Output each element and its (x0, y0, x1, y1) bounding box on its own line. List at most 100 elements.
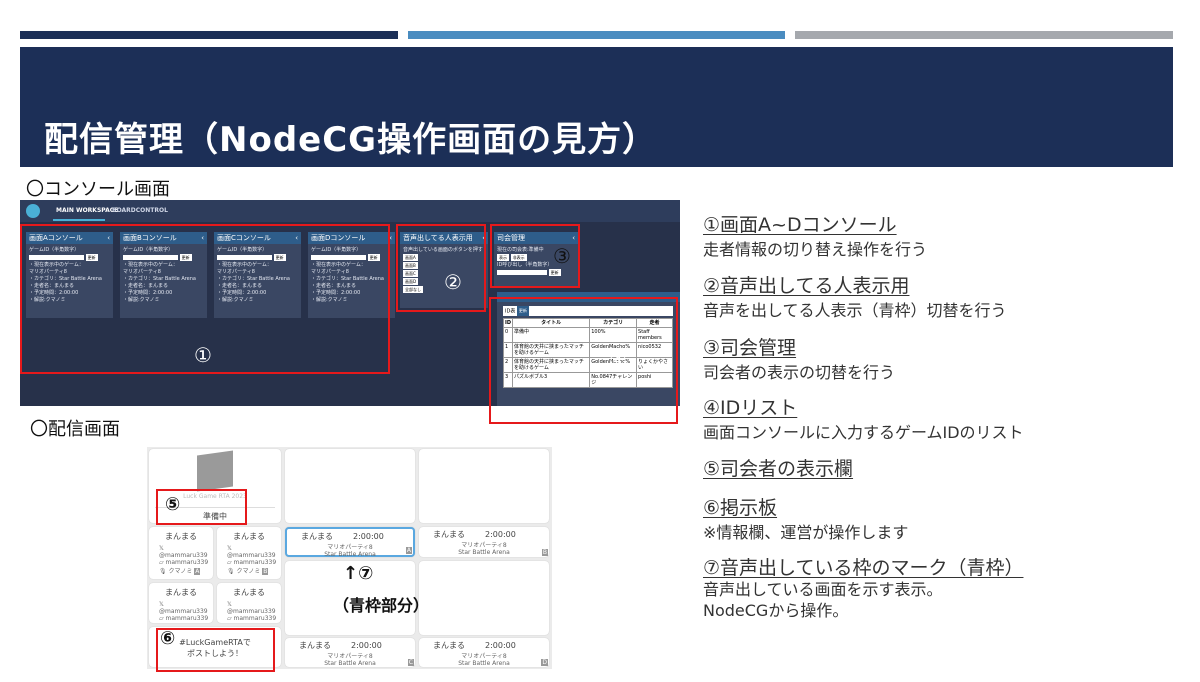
update-button[interactable]: 更新 (273, 254, 286, 261)
table-cell: poshi (636, 372, 673, 388)
info-line: ・予定時間：2:00:00 (29, 290, 79, 296)
game-title: マリオパーティ8 (461, 653, 507, 660)
game-id-label: ゲームID（半角数字） (217, 247, 268, 253)
game-id-input[interactable] (29, 255, 84, 260)
title-band (20, 47, 1173, 167)
game-category: Star Battle Arena (324, 660, 376, 667)
table-row: 1 体育館の天井に挟まったマッチを助けるゲーム GoldenMacho% nic… (502, 342, 673, 358)
top-accent-bar-blue (408, 31, 785, 39)
callout-number-1: ① (194, 343, 212, 367)
twitter-handle: @mammaru339 (159, 608, 208, 615)
game-category: Star Battle Arena (324, 551, 376, 558)
slot-badge: D (541, 659, 548, 666)
mc-id-input[interactable] (497, 270, 547, 275)
game-screen-a (285, 449, 415, 523)
game-category: Star Battle Arena (458, 549, 510, 556)
chevron-left-icon[interactable]: ‹ (389, 234, 392, 242)
id-list-update-button[interactable]: 更新 (516, 306, 529, 316)
console-panel-b: 画面Bコンソール‹ ゲームID（半角数字） 更新 ・現在表示中のゲーム： マリオ… (120, 232, 207, 318)
info-line: マリオパーティ8 (29, 269, 67, 275)
chevron-left-icon[interactable]: ‹ (107, 234, 110, 242)
audio-button-c[interactable]: 画面C (403, 270, 418, 277)
info-line: ・解説:クマノミ (217, 297, 254, 303)
description-heading-7: ⑦音声出している枠のマーク（青枠） (703, 557, 1024, 579)
microphone-icon: 🎙 (159, 568, 169, 575)
mc-management-panel: 司会管理‹ 現在の司会表:準備中 表示 非表示 ID呼び出し（半角数字） 更新 (494, 232, 578, 286)
audio-button-a[interactable]: 画面A (403, 254, 418, 261)
audio-button-d[interactable]: 画面D (403, 278, 419, 285)
audio-indicator-panel: 音声出してる人表示用‹ 音声出している画面のボタンを押す 画面A 画面B 画面C… (400, 232, 488, 308)
audio-button-b[interactable]: 画面B (403, 262, 418, 269)
game-id-input[interactable] (123, 255, 178, 260)
twitter-handle: @mammaru339 (159, 552, 208, 559)
blue-frame-note: （青枠部分） (333, 596, 430, 615)
twitch-handle: mammaru339 (165, 559, 209, 566)
chevron-left-icon[interactable]: ‹ (572, 234, 575, 242)
audio-button-none[interactable]: 全部なし (403, 286, 423, 293)
runner-card: まんまる 𝕏 @mammaru339 ▱ mammaru339 🎙 クマノミ B (217, 527, 281, 579)
game-category: Star Battle Arena (458, 660, 510, 667)
info-line: ・カテゴリ：Star Battle Arena (123, 276, 196, 282)
mc-hide-button[interactable]: 非表示 (510, 254, 527, 261)
mc-current-status: 現在の司会表:準備中 (497, 247, 544, 253)
console-panel-c: 画面Cコンソール‹ ゲームID（半角数字） 更新 ・現在表示中のゲーム： マリオ… (214, 232, 301, 318)
game-id-label: ゲームID（半角数字） (123, 247, 174, 253)
update-button[interactable]: 更新 (179, 254, 192, 261)
info-line: ・予定時間：2:00:00 (123, 290, 173, 296)
mc-show-button[interactable]: 表示 (497, 254, 509, 261)
estimate-time: 2:00:00 (485, 641, 516, 650)
console-topbar (20, 200, 680, 222)
update-button[interactable]: 更新 (85, 254, 98, 261)
chevron-left-icon[interactable]: ‹ (201, 234, 204, 242)
callout-number-7: ↑⑦ (343, 563, 374, 584)
description-text-3: 司会者の表示の切替を行う (703, 363, 896, 382)
info-line: ・予定時間：2:00:00 (311, 290, 361, 296)
description-text-2: 音声を出してる人表示（青枠）切替を行う (703, 301, 1007, 320)
slot-badge: A (405, 547, 412, 554)
twitter-handle: @mammaru339 (227, 608, 276, 615)
description-text-7: 音声出している画面を示す表示。 NodeCGから操作。 (703, 580, 943, 620)
chevron-left-icon[interactable]: ‹ (482, 234, 485, 242)
runner-name: まんまる (433, 530, 465, 539)
callout-box-mc (490, 224, 580, 288)
update-button[interactable]: 更新 (367, 254, 380, 261)
top-accent-bar-navy (20, 31, 398, 39)
panel-title: 画面Dコンソール (311, 234, 366, 242)
twitch-icon: ▱ (159, 559, 166, 566)
runner-card: まんまる 𝕏 @mammaru339 ▱ mammaru339 🎙 クマノミ A (149, 527, 213, 579)
twitch-icon: ▱ (227, 559, 234, 566)
id-list-panel: ID表 更新 ID タイトル カテゴリ 走者 0 準備中 100% Staff … (497, 292, 680, 406)
panel-title: 司会管理 (497, 234, 525, 242)
runner-card: まんまる 𝕏 @mammaru339 ▱ mammaru339 (149, 583, 213, 623)
nodecg-logo-icon (26, 204, 40, 218)
info-line: ・現在表示中のゲーム： (217, 262, 272, 268)
x-logo-icon: 𝕏 (159, 545, 164, 552)
slide-title: 配信管理（NodeCG操作画面の見方） (44, 120, 658, 160)
x-logo-icon: 𝕏 (227, 601, 232, 608)
console-section-label: 〇コンソール画面 (26, 179, 170, 200)
game-id-input[interactable] (311, 255, 366, 260)
slot-badge: C (407, 659, 414, 666)
chevron-left-icon[interactable]: ‹ (295, 234, 298, 242)
game-id-label: ゲームID（半角数字） (311, 247, 362, 253)
panel-title: 画面Bコンソール (123, 234, 177, 242)
info-line: マリオパーティ8 (123, 269, 161, 275)
tab-main-workspace[interactable]: MAIN WORKSPACE (56, 207, 119, 214)
game-id-label: ゲームID（半角数字） (29, 247, 80, 253)
description-heading-2: ②音声出してる人表示用 (703, 275, 910, 297)
runner-name: まんまる (165, 588, 197, 597)
description-text-1: 走者情報の切り替え操作を行う (703, 240, 928, 259)
info-line: ・解説:クマノミ (311, 297, 348, 303)
info-line: ・走者名：まんまる (123, 283, 169, 289)
mc-update-button[interactable]: 更新 (548, 269, 561, 276)
info-line: マリオパーティ8 (217, 269, 255, 275)
info-line: マリオパーティ8 (311, 269, 349, 275)
slot-badge: A (194, 568, 201, 575)
callout-number-3: ③ (553, 244, 571, 268)
game-id-input[interactable] (217, 255, 272, 260)
game-screen-c (285, 561, 415, 635)
tab-boardcontrol[interactable]: BOARDCONTROL (112, 207, 168, 214)
slot-badge: B (541, 549, 548, 556)
